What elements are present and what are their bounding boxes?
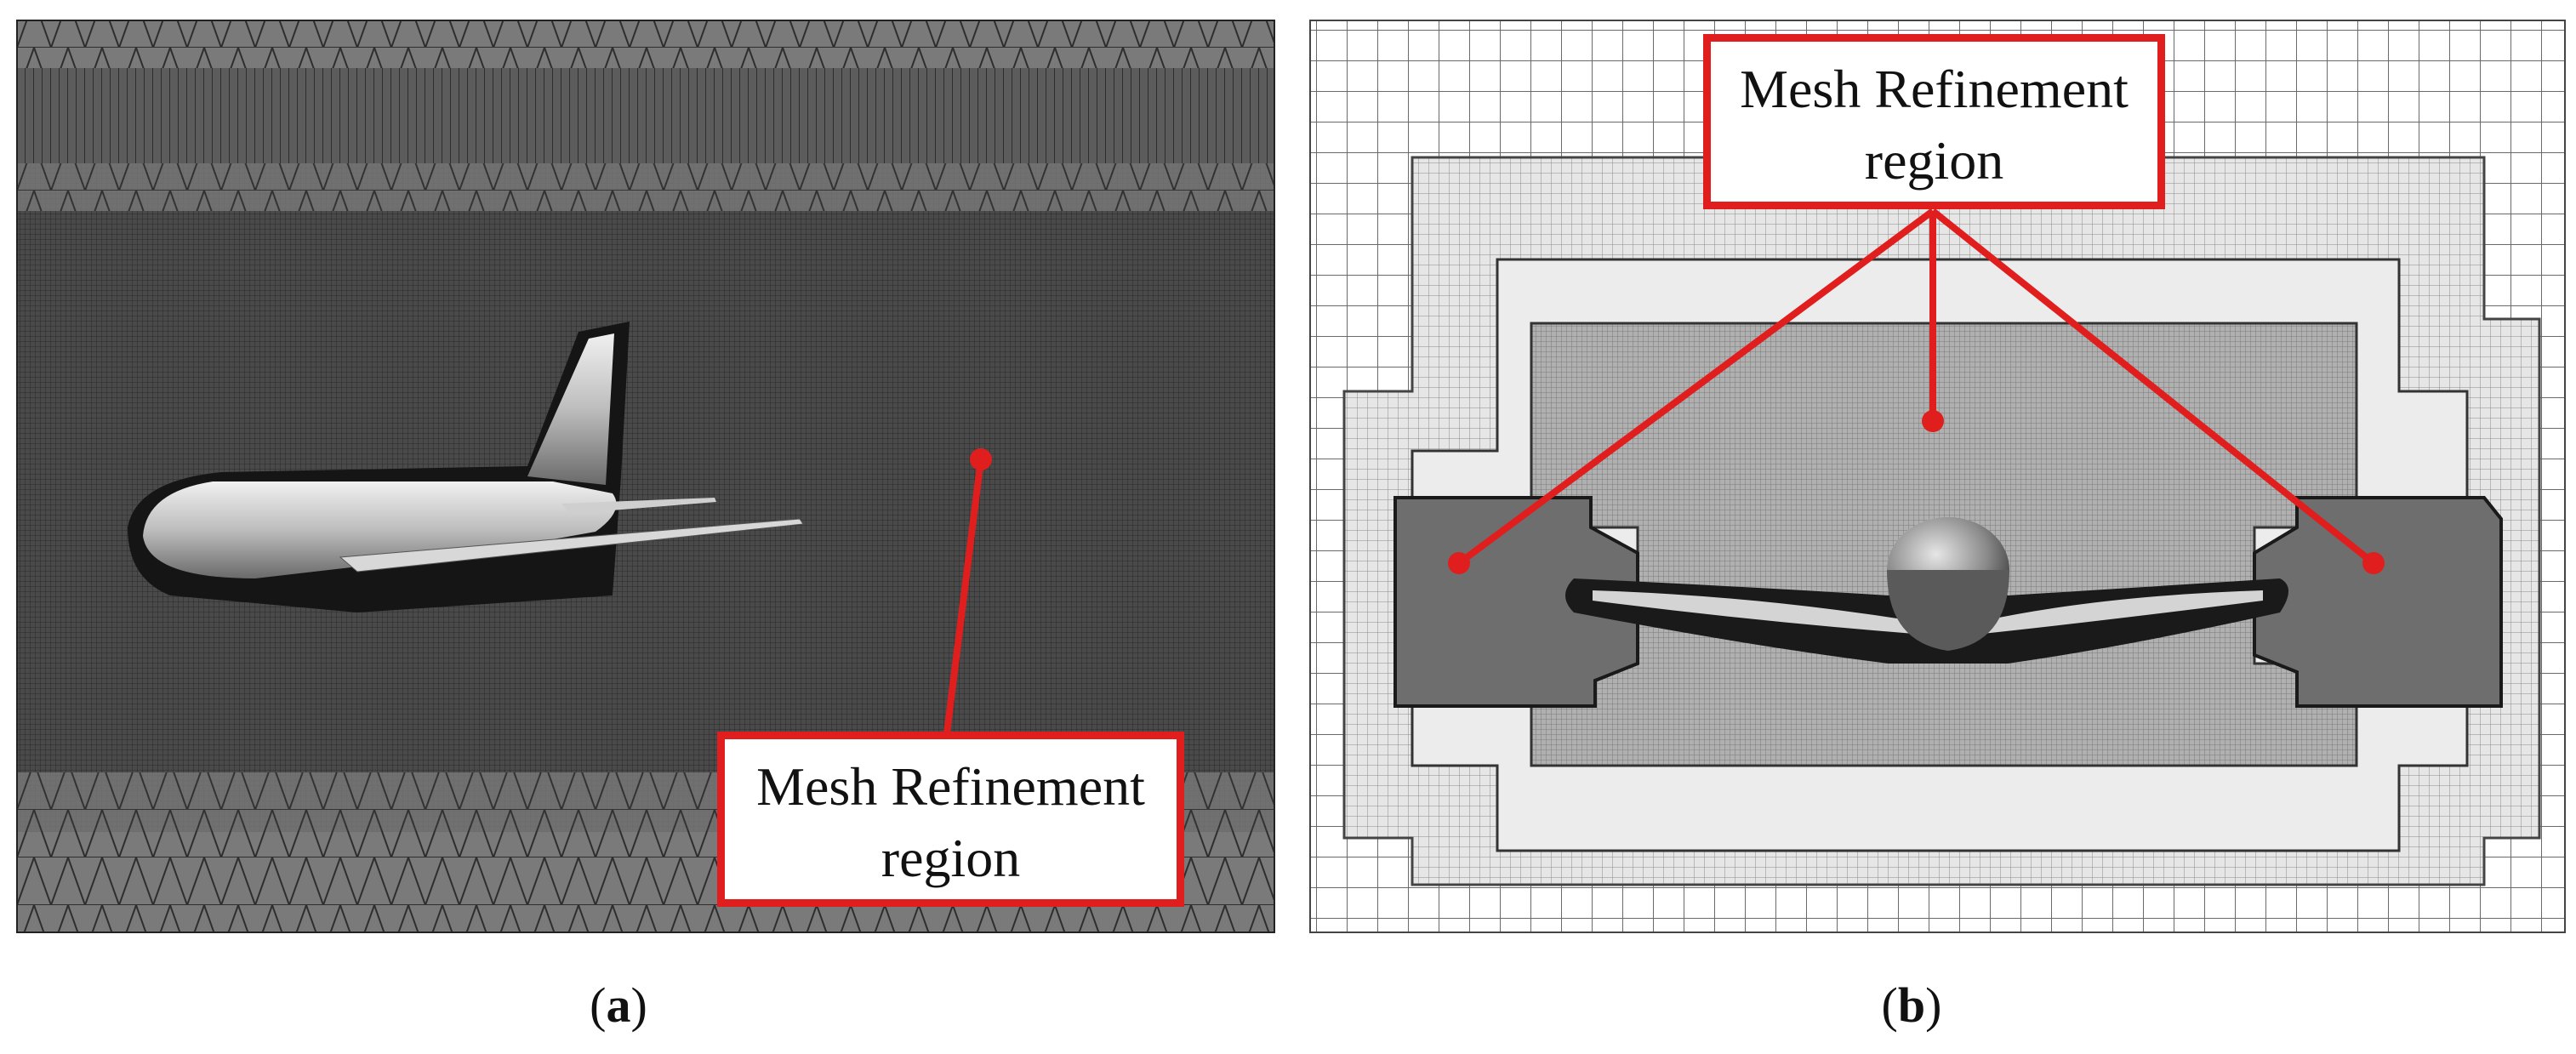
panel-b-callout-line1: Mesh Refinement <box>1740 59 2129 119</box>
panel-b-caption: (b) <box>1827 977 1997 1034</box>
panel-a-caption-close: ) <box>630 977 647 1033</box>
panel-b-right-wingtip-box <box>2253 496 2503 708</box>
panel-b-leader-dot-left <box>1448 552 1470 574</box>
panel-a-callout-line1: Mesh Refinement <box>756 756 1145 817</box>
panel-b-callout-line2: region <box>1864 130 2004 191</box>
panel-a-callout-line2: region <box>881 828 1021 888</box>
panel-a-leader-dot <box>970 448 992 470</box>
airplane-fuselage <box>143 481 617 578</box>
panel-b-right-wing <box>1982 590 2263 634</box>
panel-a-caption-letter: a <box>606 977 631 1033</box>
panel-a-airplane <box>128 322 804 612</box>
panel-a-top-transition-band <box>17 163 1274 211</box>
panel-b-callout: Mesh Refinement region <box>1703 34 2165 209</box>
panel-a-callout: Mesh Refinement region <box>717 732 1184 907</box>
panel-a-callout-leader <box>943 448 992 734</box>
panel-a-caption-open: ( <box>590 977 607 1033</box>
panel-a-border <box>16 20 1275 933</box>
panel-a-leader-line <box>943 459 984 734</box>
panel-b-callout-leaders <box>1448 208 2385 574</box>
panel-b-caption-open: ( <box>1881 977 1898 1033</box>
panel-a-top-stripe-band <box>17 68 1274 163</box>
airplane-tail-fin <box>527 333 614 485</box>
panel-b-leader-left <box>1456 208 1935 567</box>
panel-a-caption: (a) <box>533 977 704 1034</box>
panel-a-top-coarse-band <box>17 20 1274 68</box>
panel-b-leader-dot-center <box>1922 410 1944 432</box>
airplane-h-stabilizer <box>561 498 716 514</box>
panel-b-border <box>1309 20 2566 933</box>
panel-b-fuselage-lower <box>1887 570 2009 651</box>
panel-b-airplane <box>1565 517 2288 664</box>
panel-b-left-wing <box>1593 590 1914 634</box>
panel-b-leader-dot-right <box>2362 552 2385 574</box>
panel-b-caption-close: ) <box>1925 977 1942 1033</box>
panel-b-leader-right <box>1930 208 2376 567</box>
panel-b-caption-letter: b <box>1897 977 1926 1033</box>
airplane-wing <box>339 518 804 573</box>
panel-b-left-wingtip-box <box>1393 496 1639 708</box>
